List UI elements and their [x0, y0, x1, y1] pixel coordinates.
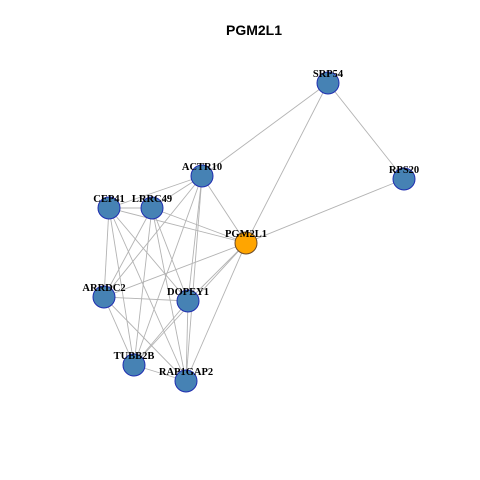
plot-title: PGM2L1: [226, 22, 282, 38]
node-label-rap1gap2: RAP1GAP2: [159, 367, 213, 378]
edge-lrrc49-dopey1: [151, 207, 189, 302]
node-label-pgm2l1: PGM2L1: [225, 229, 267, 240]
node-label-actr10: ACTR10: [182, 162, 222, 173]
edge-srp54-actr10: [201, 82, 329, 177]
edge-arrdc2-dopey1: [103, 296, 189, 302]
node-layer: [92, 71, 416, 393]
edge-rps20-pgm2l1: [245, 178, 405, 244]
edge-dopey1-tubb2b: [133, 300, 189, 366]
edge-srp54-rps20: [327, 82, 405, 180]
edge-dopey1-rap1gap2: [185, 300, 189, 382]
edge-actr10-cep41: [108, 175, 203, 209]
node-pgm2l1: [234, 231, 258, 255]
edge-actr10-dopey1: [187, 175, 203, 302]
node-arrdc2: [92, 285, 116, 309]
node-cep41: [97, 196, 121, 220]
edge-actr10-tubb2b: [133, 175, 203, 366]
edge-arrdc2-rap1gap2: [103, 296, 187, 382]
edge-lrrc49-arrdc2: [103, 207, 153, 298]
edge-pgm2l1-arrdc2: [103, 242, 247, 298]
node-label-tubb2b: TUBB2B: [114, 351, 155, 362]
edge-pgm2l1-dopey1: [187, 242, 247, 302]
edge-cep41-dopey1: [108, 207, 189, 302]
node-lrrc49: [140, 196, 164, 220]
edge-srp54-pgm2l1: [245, 82, 329, 244]
node-actr10: [190, 164, 214, 188]
edge-lrrc49-rap1gap2: [151, 207, 187, 382]
node-label-srp54: SRP54: [313, 69, 344, 80]
node-label-cep41: CEP41: [93, 194, 125, 205]
edge-arrdc2-tubb2b: [103, 296, 135, 366]
edge-cep41-arrdc2: [103, 207, 110, 298]
edge-cep41-rap1gap2: [108, 207, 187, 382]
node-dopey1: [176, 289, 200, 313]
node-rps20: [392, 167, 416, 191]
node-srp54: [316, 71, 340, 95]
node-label-dopey1: DOPEY1: [167, 287, 209, 298]
edge-pgm2l1-rap1gap2: [185, 242, 247, 382]
node-label-lrrc49: LRRC49: [132, 194, 172, 205]
edge-actr10-pgm2l1: [201, 175, 247, 244]
edge-lrrc49-pgm2l1: [151, 207, 247, 244]
node-tubb2b: [122, 353, 146, 377]
node-rap1gap2: [174, 369, 198, 393]
edge-cep41-pgm2l1: [108, 207, 247, 244]
edge-actr10-rap1gap2: [185, 175, 203, 382]
node-label-arrdc2: ARRDC2: [82, 283, 125, 294]
node-label-rps20: RPS20: [389, 165, 419, 176]
edge-cep41-tubb2b: [108, 207, 135, 366]
edge-lrrc49-tubb2b: [133, 207, 153, 366]
